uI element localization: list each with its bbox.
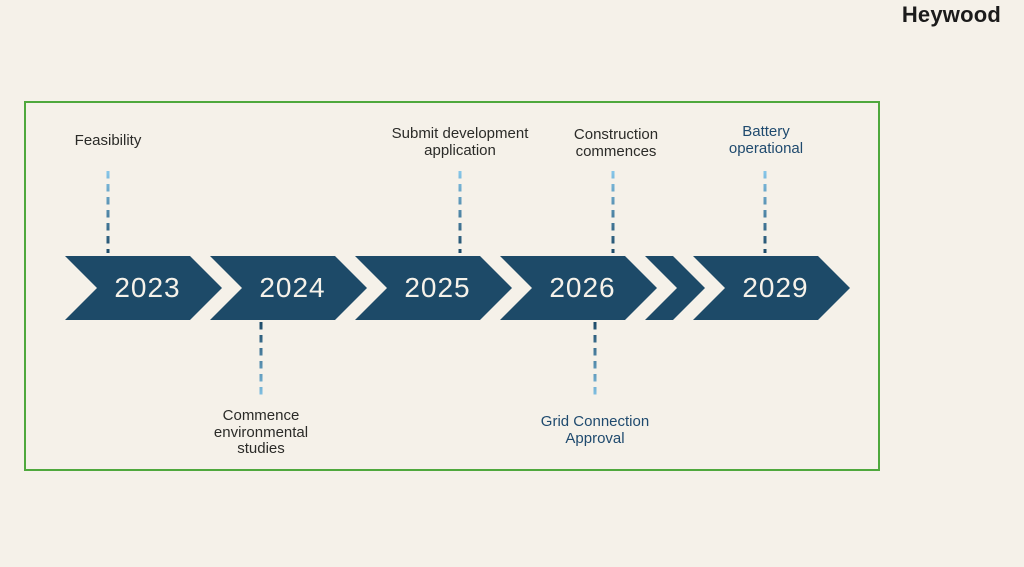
chevron-2023	[65, 256, 222, 320]
timeline-frame	[24, 101, 880, 471]
company-logo: Heywood	[901, 2, 1001, 27]
chevron-2024	[210, 256, 367, 320]
year-2025: 2025	[404, 272, 471, 303]
year-2023: 2023	[114, 272, 181, 303]
milestone-construction: Construction commences	[573, 126, 659, 160]
chevron-connector-small	[645, 256, 705, 320]
year-2029: 2029	[742, 272, 809, 303]
milestone-environmental-studies: Commence environmental studies	[213, 407, 309, 457]
year-2024: 2024	[259, 272, 326, 303]
year-2026: 2026	[549, 272, 616, 303]
milestone-feasibility: Feasibility	[74, 132, 142, 149]
milestone-submit-application: Submit development application	[391, 125, 529, 159]
chevron-2029	[693, 256, 850, 320]
chevron-2026	[500, 256, 657, 320]
milestone-grid-approval: Grid Connection Approval	[540, 413, 650, 447]
milestone-battery: Battery operational	[728, 123, 804, 157]
chevron-2025	[355, 256, 512, 320]
